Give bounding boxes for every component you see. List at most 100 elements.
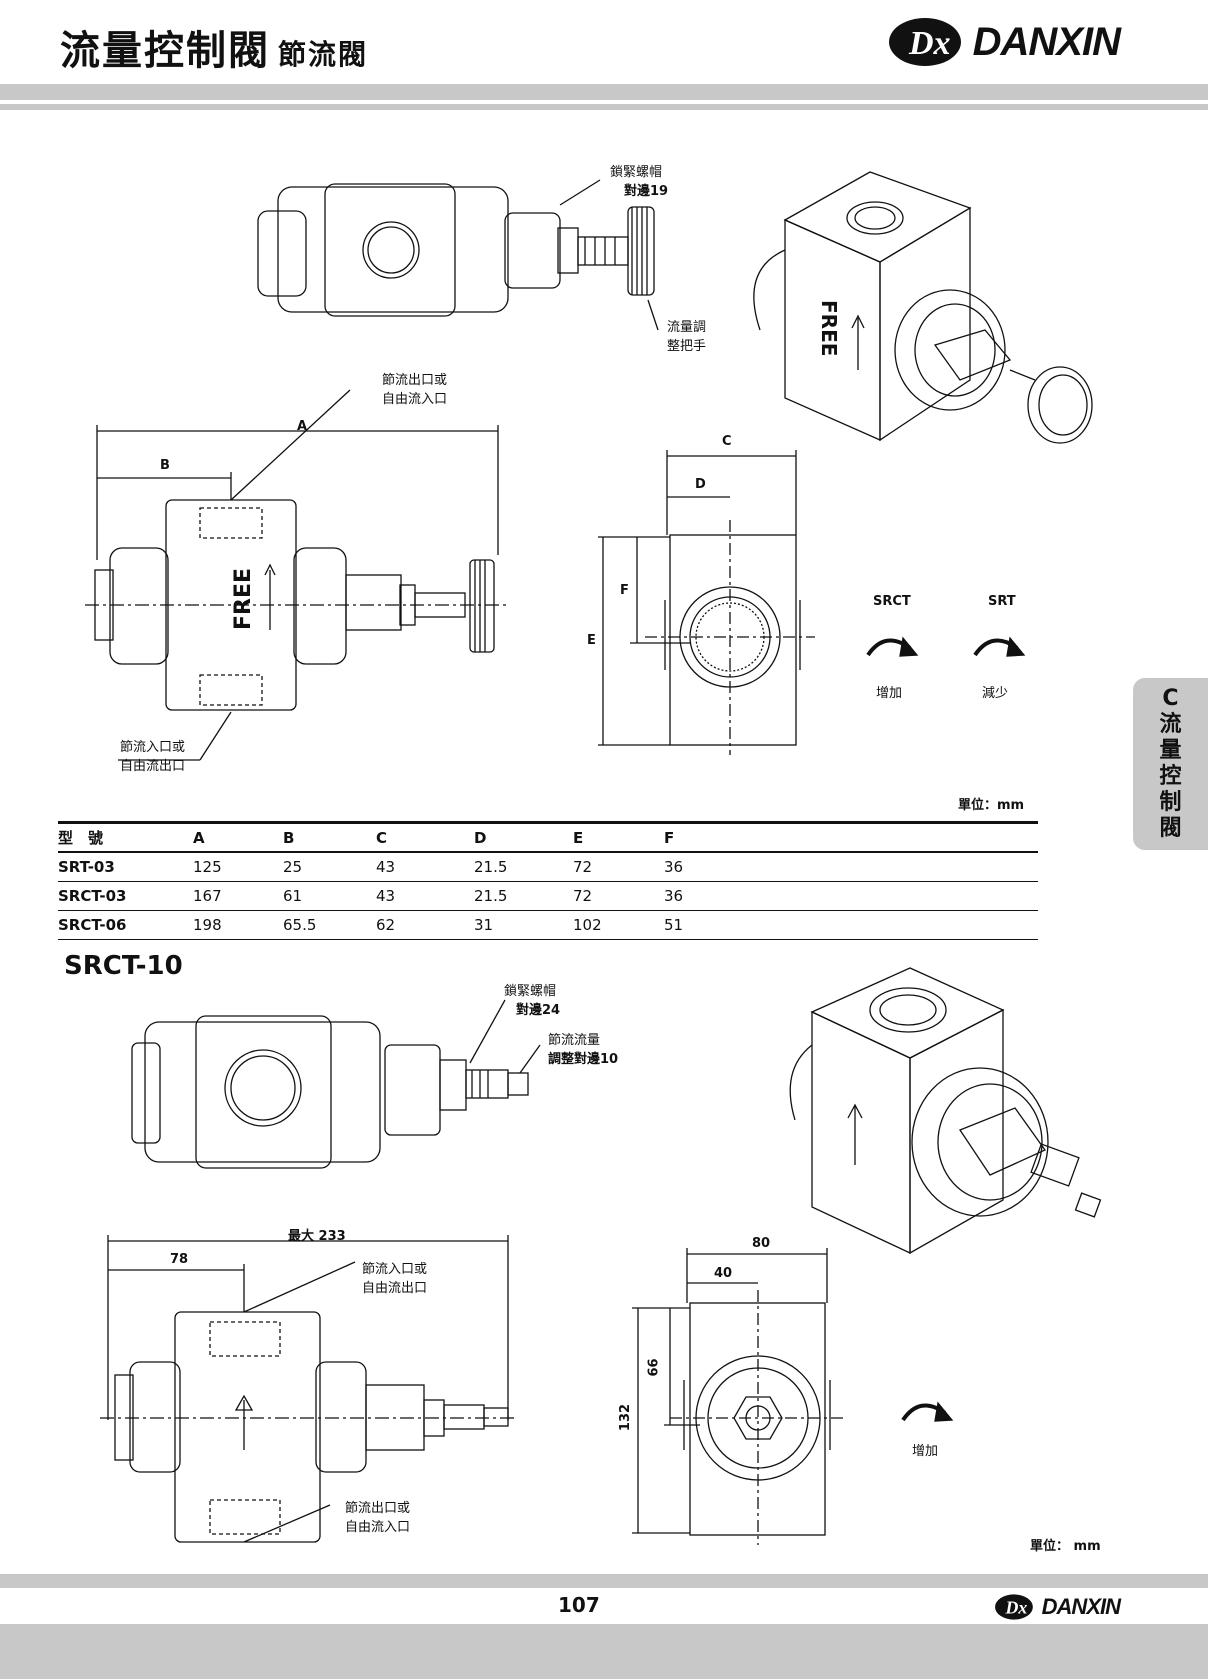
dim-d-label: D (695, 477, 706, 492)
table-cell: 61 (283, 881, 376, 911)
table-cell: 36 (664, 852, 1038, 882)
table-header: E (573, 821, 664, 853)
dim-80-label: 80 (752, 1236, 771, 1251)
table-header-row: 型 號 A B C D E F (58, 821, 1038, 853)
svg-text:Dx: Dx (1004, 1597, 1027, 1617)
table-cell: 198 (193, 910, 283, 940)
section-tab-char: 流 (1159, 712, 1182, 737)
srct10-isometric-view (789, 967, 1102, 1255)
title-sub: 節流閥 (278, 38, 369, 71)
table-cell: 167 (193, 881, 283, 911)
inlet-label-2-1: 節流入口或 (362, 1262, 428, 1277)
table-cell: 102 (573, 910, 664, 940)
increase-label: 增加 (876, 686, 903, 701)
srct10-front-view (632, 1248, 954, 1545)
section-tab: C 流 量 控 制 閥 (1133, 678, 1208, 850)
section-tab-char: 控 (1159, 764, 1182, 789)
page-number: 107 (558, 1593, 600, 1617)
table-cell: 43 (376, 881, 474, 911)
table-cell: 72 (573, 852, 664, 882)
inlet-label-1: 節流入口或 (120, 740, 186, 755)
free-label-iso: FREE (817, 300, 841, 356)
table-cell: SRCT-06 (58, 910, 193, 940)
srct10-top-view (131, 999, 541, 1169)
srct10-title: SRCT-10 (64, 951, 183, 981)
adjust-knob-label-2: 整把手 (667, 339, 707, 354)
adjust-label-1: 節流流量 (548, 1033, 601, 1048)
table-cell: 65.5 (283, 910, 376, 940)
header-band-thin (0, 104, 1208, 110)
dim-66-label: 66 (646, 1358, 662, 1377)
spec-table: 型 號 A B C D E F SRT-03 125 25 43 21.5 72… (58, 821, 1038, 940)
brand-name: DANXIN (972, 19, 1121, 64)
table-cell: 43 (376, 852, 474, 882)
table-cell: 72 (573, 881, 664, 911)
logo-mark-icon: Dx (994, 1594, 1033, 1620)
section-tab-char: 量 (1159, 738, 1182, 763)
adjust-knob-label-1: 流量調 (667, 320, 707, 335)
table-header: A (193, 821, 283, 853)
brand-logo: Dx DANXIN (887, 14, 1121, 70)
table-cell: 51 (664, 910, 1038, 940)
increase-label-2: 增加 (912, 1444, 939, 1459)
header-band (0, 84, 1208, 100)
table-cell: 36 (664, 881, 1038, 911)
table-cell: 21.5 (474, 881, 573, 911)
dim-e-label: E (587, 633, 596, 648)
table-header: D (474, 821, 573, 853)
table-row: SRT-03 125 25 43 21.5 72 36 (58, 852, 1038, 882)
inlet-label-2: 自由流出口 (120, 759, 186, 774)
page-title: 流量控制閥節流閥 (60, 18, 368, 76)
lock-nut-label: 鎖緊螺帽 (610, 165, 663, 180)
srt-label: SRT (988, 594, 1016, 609)
table-cell: 21.5 (474, 852, 573, 882)
srt-side-view: FREE (85, 389, 510, 761)
table-cell: SRT-03 (58, 852, 193, 882)
brand-name-footer: DANXIN (1041, 1594, 1121, 1619)
dim-f-label: F (620, 583, 629, 598)
outlet-label-2-2: 自由流入口 (345, 1520, 411, 1535)
inlet-label-2-2: 自由流出口 (362, 1281, 428, 1296)
lock-nut-size-label-2: 對邊24 (516, 1003, 561, 1018)
srt-top-view (257, 179, 659, 331)
footer-band-bottom (0, 1624, 1208, 1679)
dim-b-label: B (160, 458, 170, 473)
table-row: SRCT-03 167 61 43 21.5 72 36 (58, 881, 1038, 911)
srct10-side-view (100, 1235, 515, 1543)
adjust-label-2: 調整對邊10 (548, 1052, 619, 1067)
logo-mark-icon: Dx (888, 18, 961, 66)
dim-40-label: 40 (714, 1266, 733, 1281)
dim-a-label: A (297, 419, 308, 434)
outlet-label-1: 節流出口或 (382, 373, 448, 388)
table-cell: 31 (474, 910, 573, 940)
table-header: B (283, 821, 376, 853)
table-header: C (376, 821, 474, 853)
srt-front-view (598, 450, 1026, 755)
section-tab-char: C (1162, 686, 1179, 711)
table-cell: 25 (283, 852, 376, 882)
section-tab-char: 閥 (1159, 816, 1182, 841)
title-main: 流量控制閥 (60, 28, 270, 74)
srct-label: SRCT (873, 594, 911, 609)
table-cell: 62 (376, 910, 474, 940)
outlet-label-2-1: 節流出口或 (345, 1501, 411, 1516)
decrease-label: 減少 (982, 686, 1009, 701)
brand-logo-footer: Dx DANXIN (994, 1592, 1121, 1622)
dim-132-label: 132 (618, 1403, 634, 1432)
dim-max-label: 最大 233 (288, 1229, 346, 1244)
free-label-side: FREE (231, 568, 256, 630)
lock-nut-label-2: 鎖緊螺帽 (504, 984, 557, 999)
outlet-label-2: 自由流入口 (382, 392, 448, 407)
unit-label-2: 單位： mm (1030, 1539, 1101, 1554)
dim-c-label: C (722, 434, 732, 449)
footer-band (0, 1574, 1208, 1588)
table-row: SRCT-06 198 65.5 62 31 102 51 (58, 910, 1038, 940)
srt-isometric-view: FREE (753, 171, 1093, 444)
table-header: 型 號 (58, 821, 193, 853)
table-cell: 125 (193, 852, 283, 882)
lock-nut-size-label: 對邊19 (624, 184, 669, 199)
table-cell: SRCT-03 (58, 881, 193, 911)
unit-label: 單位：mm (958, 798, 1025, 813)
svg-text:Dx: Dx (908, 25, 951, 62)
